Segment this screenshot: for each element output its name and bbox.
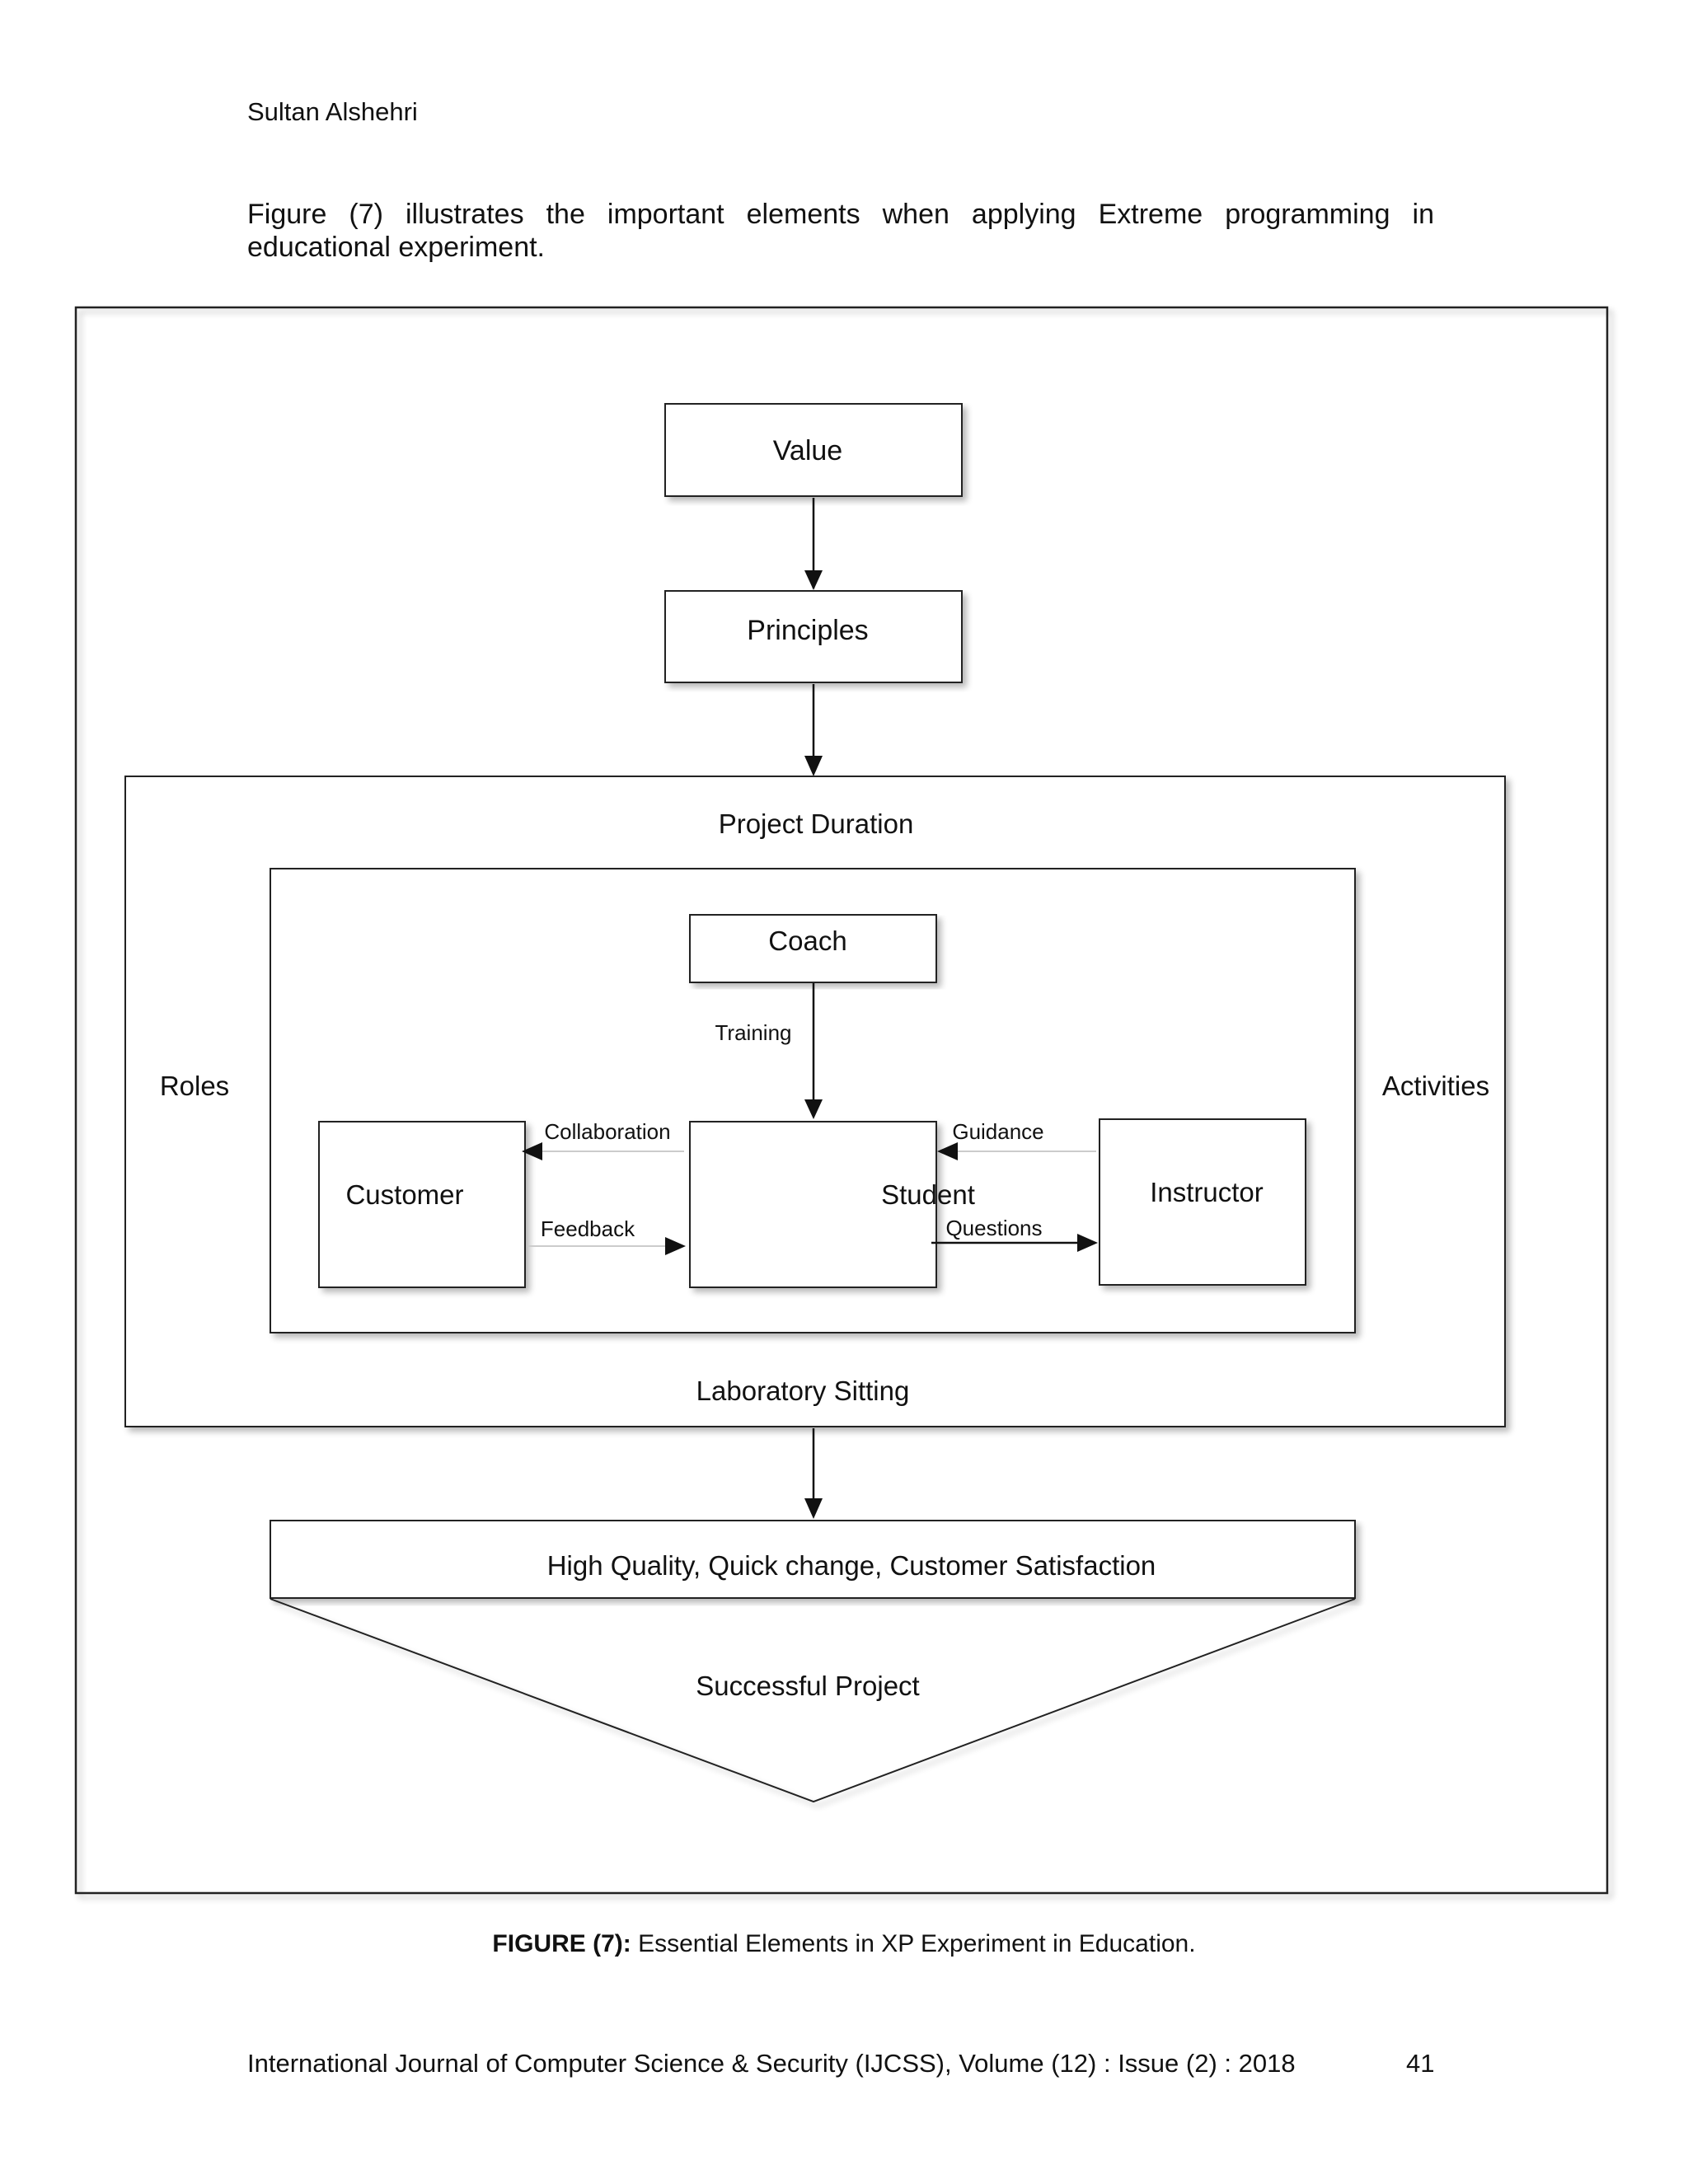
coach-node: Coach [689, 914, 937, 983]
principles-label: Principles [747, 615, 868, 646]
figure-frame [74, 306, 1609, 1895]
arrowhead-guidance [937, 1142, 958, 1160]
footer-page-number: 41 [1406, 2049, 1435, 2078]
coach-label: Coach [768, 926, 846, 956]
project-duration-label: Project Duration [719, 808, 914, 839]
activities-label: Activities [1382, 1071, 1489, 1101]
guidance-edge-label: Guidance [952, 1119, 1043, 1144]
arrowhead-principles-to-project [804, 756, 823, 776]
roles-label: Roles [160, 1071, 229, 1101]
arrowhead-questions [1077, 1234, 1098, 1252]
feedback-edge-label: Feedback [541, 1216, 635, 1241]
value-label: Value [773, 435, 842, 466]
training-edge-label: Training [715, 1020, 792, 1045]
instructor-node: Instructor [1099, 1118, 1306, 1286]
arrowhead-coach-to-student [804, 1099, 823, 1119]
successful-project-label: Successful Project [696, 1671, 919, 1701]
value-node: Value [664, 403, 963, 497]
figure-caption-label: FIGURE (7): [492, 1930, 631, 1957]
principles-node: Principles [664, 590, 963, 683]
successful-project-node: Successful Project [270, 1598, 1356, 1803]
instructor-label: Instructor [1150, 1177, 1264, 1207]
collaboration-edge-label: Collaboration [544, 1119, 670, 1144]
running-head-author: Sultan Alshehri [247, 97, 418, 126]
intro-paragraph: Figure (7) illustrates the important ele… [247, 199, 1434, 263]
outcomes-label: High Quality, Quick change, Customer Sat… [547, 1550, 1156, 1581]
arrowhead-project-to-outcomes [804, 1498, 823, 1519]
customer-label: Customer [345, 1179, 463, 1210]
laboratory-sitting-label: Laboratory Sitting [696, 1376, 910, 1406]
footer-journal-citation: International Journal of Computer Scienc… [247, 2049, 1296, 2078]
arrowhead-collaboration [522, 1142, 542, 1160]
student-label: Student [881, 1179, 975, 1210]
outcomes-node: High Quality, Quick change, Customer Sat… [270, 1520, 1356, 1599]
figure-caption-text: Essential Elements in XP Experiment in E… [638, 1930, 1196, 1957]
student-node: Student [689, 1121, 975, 1288]
arrowhead-feedback [665, 1237, 686, 1255]
customer-node: Customer [318, 1121, 526, 1288]
questions-edge-label: Questions [945, 1216, 1042, 1240]
arrowhead-value-to-principles [804, 570, 823, 590]
figure-caption: FIGURE (7): Essential Elements in XP Exp… [0, 1930, 1688, 1958]
